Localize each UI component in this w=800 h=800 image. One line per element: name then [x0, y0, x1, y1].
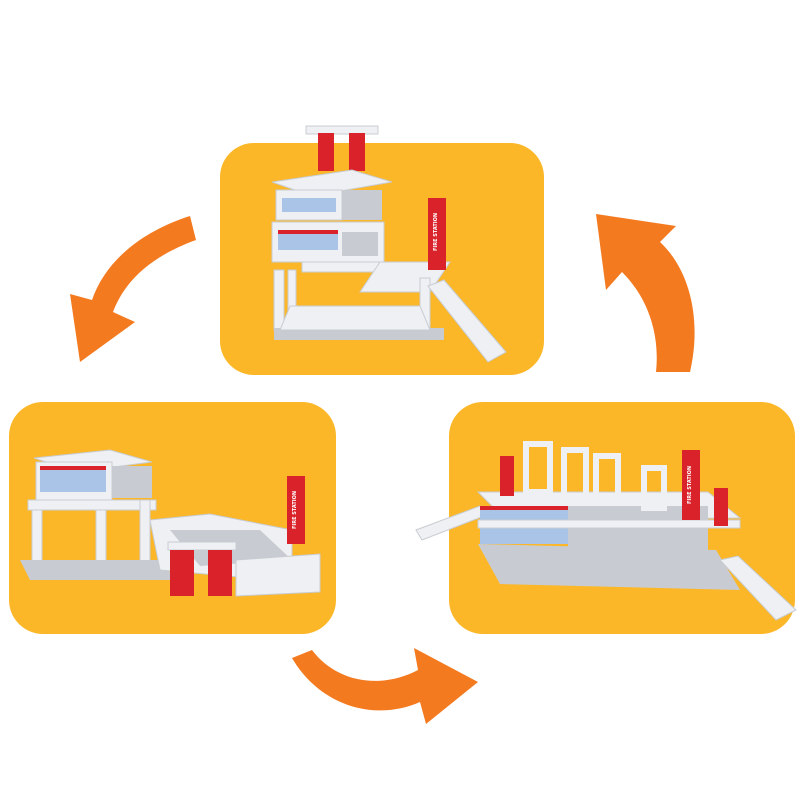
svg-text:FIRE STATION: FIRE STATION: [292, 491, 298, 529]
arrow-left-to-right-icon: [292, 648, 478, 724]
arrow-top-to-left-icon: [70, 216, 196, 362]
arrow-right-to-top-icon: [596, 214, 695, 372]
fire-station-expanded-model: FIRE STATION: [20, 449, 321, 597]
svg-text:FIRE STATION: FIRE STATION: [687, 466, 693, 504]
fire-station-stacked-model: FIRE STATION: [271, 125, 507, 363]
svg-text:FIRE STATION: FIRE STATION: [433, 213, 439, 251]
fire-station-flat-model: FIRE STATION: [415, 441, 797, 621]
